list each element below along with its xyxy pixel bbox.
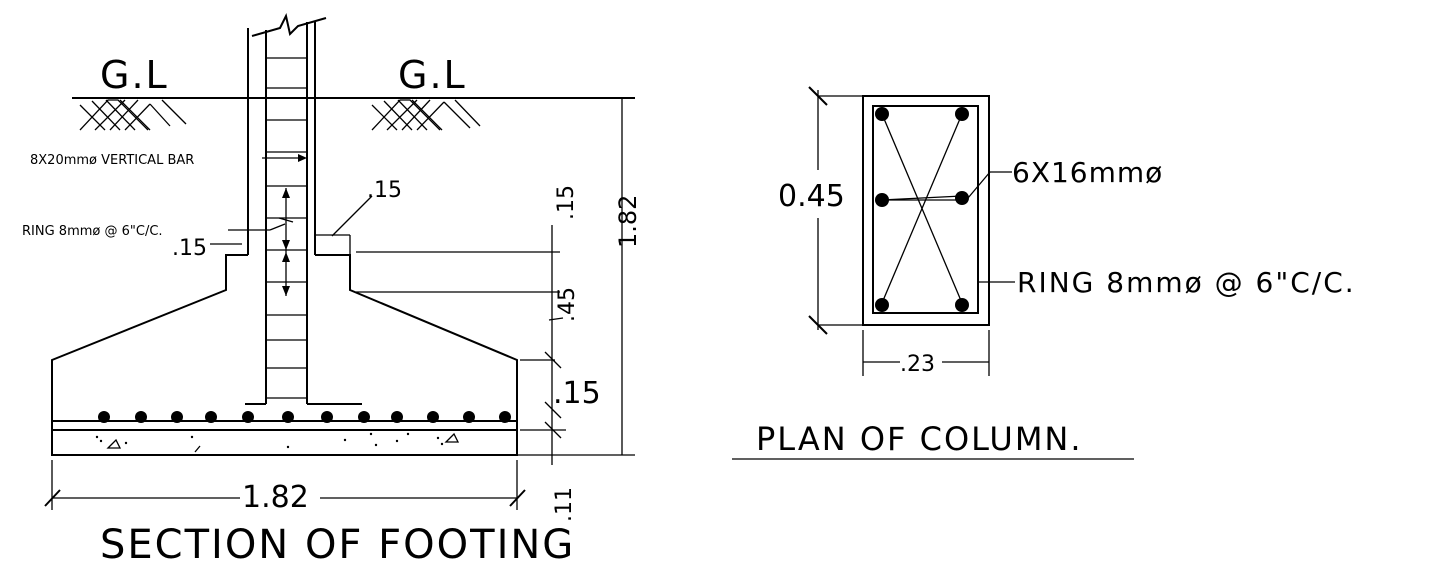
bottom-bars <box>98 411 511 423</box>
ground-hatch-right <box>371 99 481 131</box>
ring-leader <box>228 188 294 296</box>
ring-outline <box>872 105 979 314</box>
dim-overall-height: 1.82 <box>614 195 642 248</box>
pcc-hatch <box>95 432 460 453</box>
bar-leader <box>967 171 991 199</box>
plan-dim-width: .23 <box>900 352 935 377</box>
plan-of-column: 6X16mmø RING 8mmø @ 6"C/C. 0.45 .23 PLAN… <box>732 86 1356 460</box>
dim-pcc-height: .11 <box>552 487 577 522</box>
section-title: SECTION OF FOOTING <box>100 522 575 568</box>
plan-bar-note: 6X16mmø <box>1012 156 1163 189</box>
section-of-footing: G.L G.L <box>22 13 642 568</box>
ground-hatch-left <box>79 99 187 131</box>
dim-overall-width: 1.82 <box>242 480 309 515</box>
footing-outline <box>51 234 518 456</box>
plan-width-dim <box>862 330 990 376</box>
vertical-bar-note: 8X20mmø VERTICAL BAR <box>30 153 194 168</box>
column-section <box>245 13 362 405</box>
right-vertical-dims <box>356 225 566 465</box>
dim-pedestal-left: .15 <box>172 236 207 261</box>
overall-width-dim <box>44 460 526 510</box>
dim-slope-height: .45 <box>555 287 580 322</box>
overall-height-dim <box>517 97 635 456</box>
leader-pedestal-right <box>331 195 373 237</box>
column-bars <box>875 107 969 312</box>
plan-dim-depth: 0.45 <box>778 179 845 214</box>
plan-title: PLAN OF COLUMN. <box>756 420 1083 458</box>
tie-diagonals <box>881 113 963 304</box>
vertical-bar-leader <box>262 154 307 162</box>
gl-label-left: G.L <box>100 53 169 97</box>
plan-depth-dim <box>808 86 870 335</box>
column-outline <box>862 95 990 326</box>
plan-ring-note: RING 8mmø @ 6"C/C. <box>1017 266 1356 299</box>
dim-step-height: .15 <box>554 185 579 220</box>
dim-base-height: .15 <box>553 376 601 411</box>
gl-label-right: G.L <box>398 53 467 97</box>
dim-pedestal-right: .15 <box>367 178 402 203</box>
ring-note-section: RING 8mmø @ 6"C/C. <box>22 224 163 239</box>
